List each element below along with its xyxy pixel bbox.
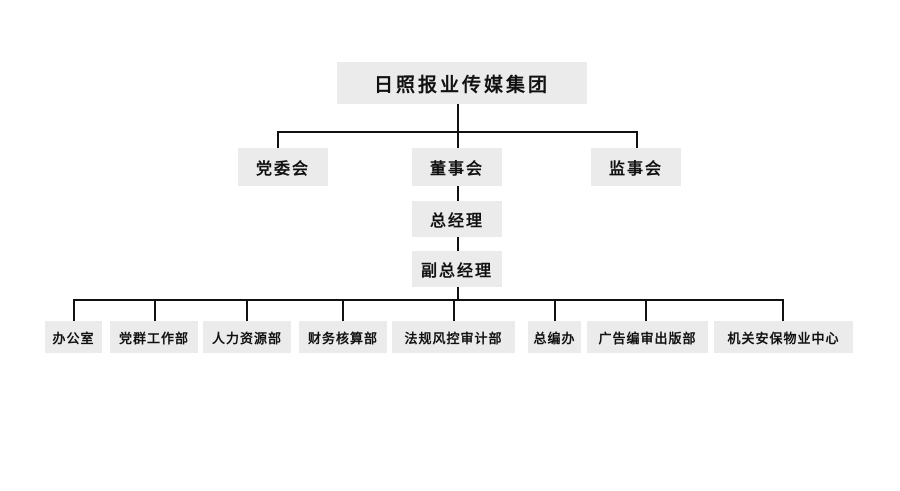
- connector-dept-3: [246, 299, 248, 321]
- general-manager-box: 总经理: [412, 201, 502, 237]
- connector-gm-to-deputy: [457, 236, 459, 252]
- deputy-general-manager-box: 副总经理: [412, 251, 502, 287]
- connector-dept-2: [154, 299, 156, 321]
- connector-root-down: [457, 104, 459, 132]
- department-box: 机关安保物业中心: [714, 321, 853, 353]
- board-right-box: 监事会: [591, 148, 681, 186]
- connector-dept-4: [342, 299, 344, 321]
- department-box: 财务核算部: [299, 321, 387, 353]
- connector-dept-8: [782, 299, 784, 321]
- root-node-box: 日照报业传媒集团: [337, 62, 587, 104]
- department-box: 人力资源部: [203, 321, 291, 353]
- deputy-general-manager-label: 副总经理: [420, 261, 493, 280]
- root-node-label: 日照报业传媒集团: [373, 73, 550, 96]
- department-label: 机关安保物业中心: [727, 331, 840, 347]
- board-left-box: 党委会: [238, 148, 328, 186]
- general-manager-label: 总经理: [429, 211, 484, 230]
- connector-dept-7: [645, 299, 647, 321]
- department-label: 人力资源部: [211, 331, 282, 347]
- board-center-box: 董事会: [412, 148, 502, 186]
- department-label: 办公室: [52, 331, 95, 347]
- department-box: 党群工作部: [110, 321, 198, 353]
- department-box: 总编办: [528, 321, 581, 353]
- connector-to-board-center: [457, 131, 459, 149]
- department-label: 法规风控审计部: [404, 331, 503, 347]
- connector-board-to-gm: [457, 185, 459, 201]
- connector-dept-6: [554, 299, 556, 321]
- department-label: 党群工作部: [118, 331, 189, 347]
- board-right-label: 监事会: [608, 159, 663, 178]
- department-box: 办公室: [45, 321, 102, 353]
- board-center-label: 董事会: [429, 159, 484, 178]
- department-box: 广告编审出版部: [587, 321, 708, 353]
- connector-to-board-right: [636, 131, 638, 149]
- connector-deputy-down: [457, 286, 459, 300]
- department-label: 总编办: [533, 331, 576, 347]
- connector-dept-horizontal: [73, 299, 784, 301]
- department-box: 法规风控审计部: [392, 321, 515, 353]
- connector-dept-1: [73, 299, 75, 321]
- department-label: 财务核算部: [307, 331, 378, 347]
- department-label: 广告编审出版部: [598, 331, 697, 347]
- connector-dept-5: [453, 299, 455, 321]
- connector-to-board-left: [277, 131, 279, 149]
- board-left-label: 党委会: [255, 159, 310, 178]
